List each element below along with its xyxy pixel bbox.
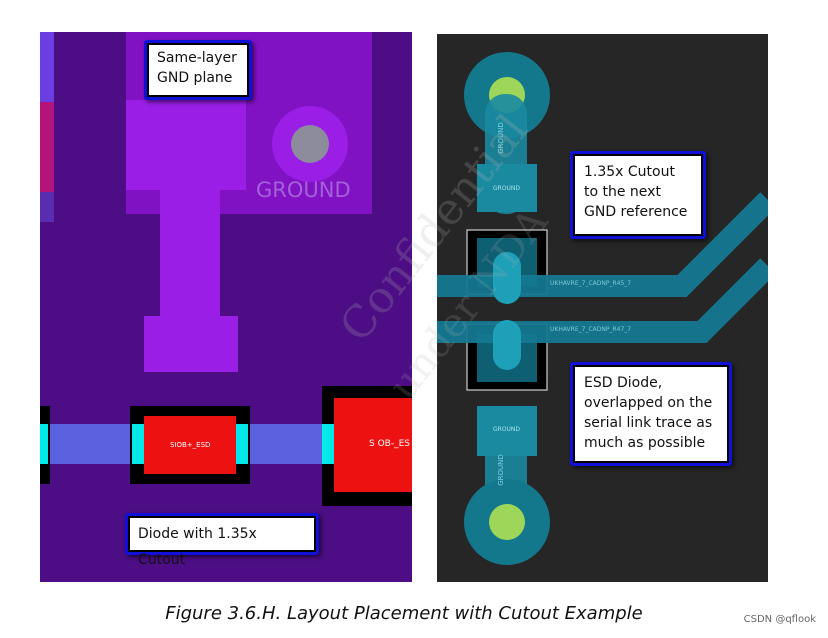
figure-caption: Figure 3.6.H. Layout Placement with Cuto… [165, 603, 643, 624]
serial-trace-2 [437, 258, 768, 343]
left-edge-strip-magenta [40, 102, 54, 192]
esd-top-lead [493, 252, 521, 304]
bottom-ground-vertical-label: GROUND [496, 454, 505, 486]
top-gnd-pad [477, 164, 537, 212]
bottom-ground-pad-label: GROUND [493, 426, 521, 433]
ground-label: GROUND [256, 178, 351, 202]
pad-left-edge-cyan [40, 424, 48, 464]
callout-cutout-gnd-reference: 1.35x Cutout to the next GND reference [570, 151, 706, 239]
right-layout-panel: GROUND GROUND UKHAVRE_7_CADNP_R45_7 UKHA… [437, 34, 768, 582]
esd-pad-2-label: S OB-_ES [369, 439, 410, 449]
gnd-stub-pad [144, 316, 238, 372]
esd-diode-2-pad [334, 398, 412, 492]
top-ground-pad-label: GROUND [493, 185, 521, 192]
top-ground-vertical-label: GROUND [496, 122, 505, 154]
esd-diode-1-lead-left [132, 424, 144, 464]
callout-same-layer-gnd-plane: Same-layer GND plane [144, 40, 252, 100]
esd-diode-2-lead-left [322, 424, 334, 464]
esd-bottom-lead [493, 320, 521, 370]
gnd-via-hole [291, 125, 329, 163]
trace-2-label: UKHAVRE_7_CADNP_R47_7 [550, 326, 632, 333]
callout-esd-diode: ESD Diode, overlapped on the serial link… [570, 362, 732, 466]
right-layout-graphic [437, 52, 768, 565]
bottom-gnd-via-center [489, 504, 525, 540]
esd-diode-1-lead-right [236, 424, 248, 464]
callout-diode-cutout: Diode with 1.35x Cutout [125, 513, 319, 568]
left-layout-panel: GROUND SIOB+_ESD S OB-_ES Same-layer GND… [40, 32, 412, 582]
trace-1-label: UKHAVRE_7_CADNP_R45_7 [550, 280, 632, 287]
left-edge-strip-blue [40, 32, 54, 102]
gnd-stub-vertical [160, 190, 220, 320]
left-layout-graphic [40, 32, 412, 506]
source-credit: CSDN @qflook [743, 614, 816, 625]
esd-diode-1-pad [144, 416, 236, 474]
gnd-plane-bright [126, 100, 246, 190]
esd-pad-1-label: SIOB+_ESD [170, 441, 211, 449]
left-edge-strip-dark [40, 192, 54, 222]
